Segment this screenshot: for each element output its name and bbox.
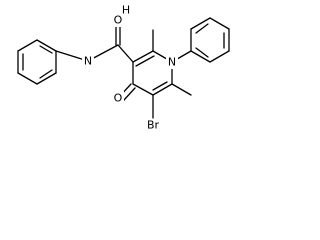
molecule-structure-diagram: O H N N O Br: [17, 4, 230, 132]
ring-nitrogen-label: N: [168, 56, 176, 69]
ring-substituents: [119, 29, 192, 119]
carbonyl-hydrogen-label: H: [122, 4, 130, 17]
bromine-label: Br: [147, 119, 160, 132]
carbonyl-oxygen-label: O: [114, 14, 123, 27]
phenyl-ring-right: [171, 17, 230, 63]
atom-labels: O H N N O Br: [82, 4, 178, 132]
ketone-oxygen-label: O: [114, 92, 123, 105]
amide-nitrogen-label: N: [84, 55, 92, 68]
phenyl-ring-left: [17, 39, 57, 85]
amide-group: [55, 23, 134, 63]
